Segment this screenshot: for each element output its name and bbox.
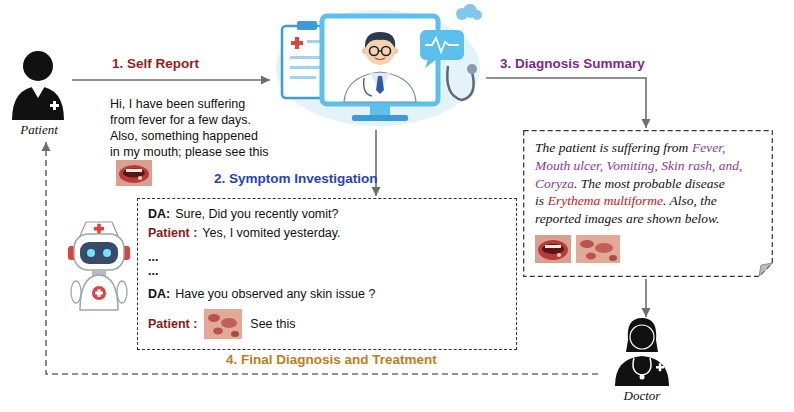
arrow-line [46, 142, 598, 374]
note-border [524, 131, 773, 277]
doctor-node: Doctor [600, 318, 684, 406]
speaker-tag: DA: [148, 207, 170, 221]
mouth-photo [535, 235, 571, 263]
dialogue-line: Patient : See this [148, 307, 506, 341]
dialogue-text: Have you observed any skin issue ? [175, 287, 375, 301]
dialogue-text: Yes, I vomited yesterday. [202, 226, 340, 240]
flow-arrow [72, 76, 270, 85]
summary-text: The patient is suffering from [535, 140, 688, 155]
patient-node: Patient [8, 48, 70, 140]
icon-space [600, 318, 684, 388]
summary-images [535, 235, 761, 263]
speaker-tag: DA: [148, 287, 170, 301]
skin-photo [204, 309, 242, 339]
speaker-tag: Patient : [148, 317, 197, 331]
dialogue-text: See this [250, 317, 295, 331]
arrow-head [642, 308, 651, 317]
dialogue-text: ... [148, 250, 158, 264]
mouth-photo [116, 160, 152, 186]
telemedicine-illustration [276, 4, 482, 126]
arrow-head [642, 119, 651, 128]
robot-nurse [68, 222, 130, 310]
step-label: 2. Symptom Investigation [214, 171, 366, 186]
dialogue-text: Sure, Did you recently vomit? [175, 207, 338, 221]
node-caption: Patient [8, 122, 70, 140]
flow-arrow [372, 130, 381, 196]
speaker-tag: Patient : [148, 226, 197, 240]
icon-space [8, 48, 70, 122]
arrow-line [486, 78, 646, 128]
dialogue-line: ... [148, 250, 506, 264]
dialogue-line: DA: Sure, Did you recently vomit? [148, 207, 506, 221]
arrow-head [261, 76, 270, 85]
arrow-head [42, 142, 51, 151]
patient-figure [12, 51, 64, 120]
node-caption: Doctor [600, 388, 684, 406]
flow-arrow [486, 78, 651, 128]
dialogue-line: ... [148, 264, 506, 278]
step-label: 4. Final Diagnosis and Treatment [226, 352, 486, 367]
arrow-line [72, 79, 270, 81]
step-label: 3. Diagnosis Summary [500, 56, 644, 71]
flow-arrow [642, 279, 651, 317]
arrow-head [372, 187, 381, 196]
skin-photo [576, 235, 620, 263]
summary-note: The patient is suffering fromFever, Mout… [523, 130, 773, 277]
dialogue-line: DA: Have you observed any skin issue ? [148, 287, 506, 301]
message-text: Hi, I have been suffering from fever for… [110, 97, 268, 159]
dialogue-text: ... [148, 264, 158, 278]
highlight-term: Erythema multiforme [548, 193, 663, 208]
telemedicine-node [272, 4, 484, 128]
doctor-figure [615, 318, 669, 386]
flow-arrow [42, 142, 599, 374]
summary-paragraph: The patient is suffering fromFever, Mout… [535, 139, 761, 228]
arrow-line [375, 130, 377, 196]
step-label: 1. Self Report [112, 56, 262, 71]
note-fold [759, 263, 772, 276]
dialogue-line: Patient : Yes, I vomited yesterday. [148, 226, 506, 240]
dialogue-box: DA: Sure, Did you recently vomit? Patient … [137, 198, 517, 350]
